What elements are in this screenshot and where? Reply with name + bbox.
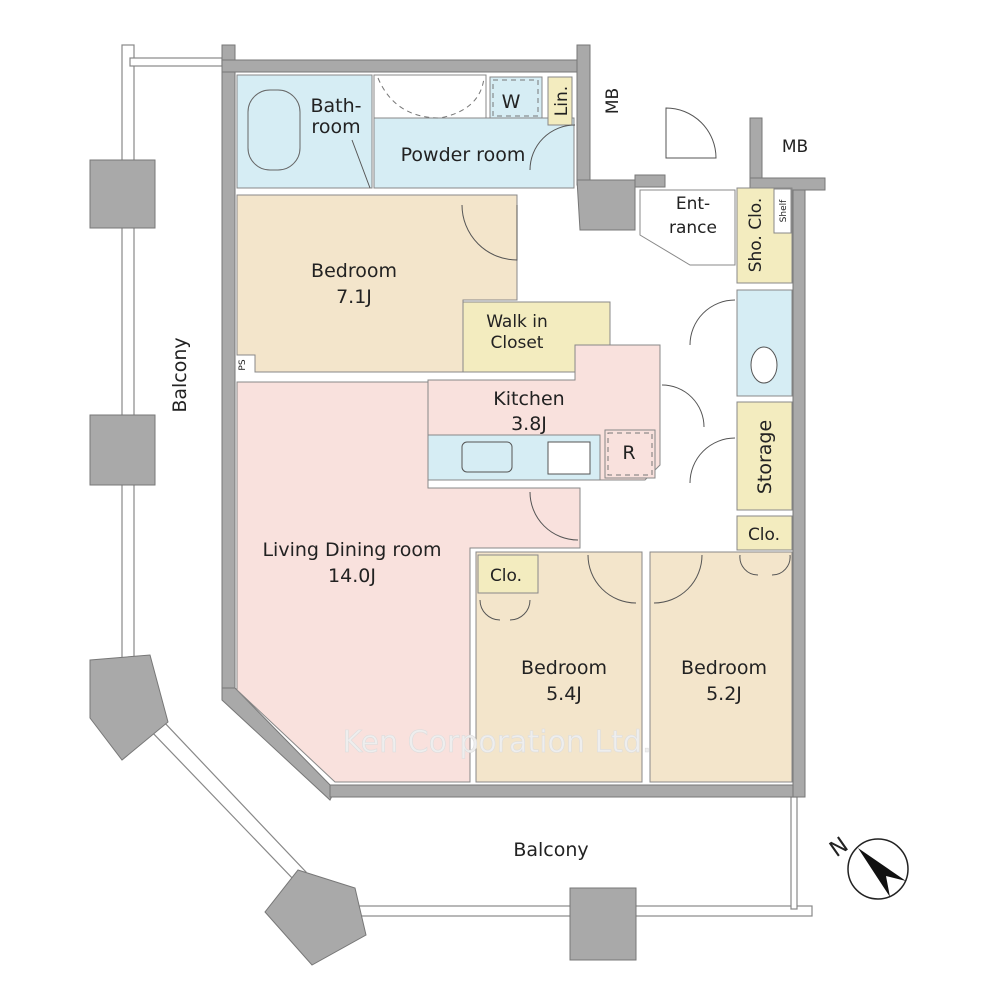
pillar bbox=[89, 654, 169, 761]
linen-closet bbox=[547, 76, 573, 126]
bedroom-3 bbox=[649, 551, 793, 783]
watermark: Ken Corporation Ltd. bbox=[343, 725, 652, 760]
bathroom-label: room bbox=[311, 116, 360, 138]
balcony-left-label: Balcony bbox=[169, 337, 191, 412]
living-dining-name: Living Dining room bbox=[262, 539, 441, 561]
closet-mid-label: Clo. bbox=[490, 566, 522, 586]
toilet-icon bbox=[750, 346, 778, 384]
bedroom-3-size: 5.2J bbox=[706, 683, 742, 705]
closet-right-label: Clo. bbox=[748, 525, 780, 545]
storage bbox=[736, 401, 793, 511]
shoe-closet-label: Sho. Clo. bbox=[746, 198, 766, 273]
living-dining-room bbox=[236, 381, 581, 783]
washer-space bbox=[489, 76, 543, 119]
powder-room-label: Powder room bbox=[401, 144, 526, 166]
bedroom-2-name: Bedroom bbox=[521, 657, 607, 679]
pillar bbox=[89, 414, 156, 486]
pillar bbox=[264, 869, 367, 966]
pillar bbox=[89, 159, 156, 229]
entrance bbox=[639, 189, 736, 266]
refrigerator-space bbox=[604, 429, 656, 479]
entrance-label: Ent- bbox=[676, 194, 710, 214]
pipe-space-label: PS bbox=[238, 359, 248, 370]
walk-in-closet-label: Closet bbox=[491, 333, 544, 353]
bedroom-1-name: Bedroom bbox=[311, 260, 397, 282]
bathtub-icon bbox=[247, 89, 301, 171]
powder-room bbox=[373, 117, 575, 189]
closet-mid bbox=[477, 554, 539, 594]
stove-icon bbox=[547, 441, 591, 475]
walk-in-closet-label: Walk in bbox=[486, 312, 548, 332]
shelf-label: Shelf bbox=[779, 199, 789, 222]
washer-label: W bbox=[502, 91, 521, 113]
linen-label: Lin. bbox=[552, 86, 572, 116]
balcony-bottom-railing bbox=[264, 796, 813, 966]
living-dining-size: 14.0J bbox=[328, 565, 376, 587]
walk-in-closet bbox=[462, 301, 611, 373]
compass-north-label: N bbox=[825, 833, 853, 863]
bathroom-label: Bath- bbox=[310, 95, 361, 117]
bedroom-1-size: 7.1J bbox=[336, 286, 372, 308]
kitchen-name: Kitchen bbox=[493, 388, 564, 410]
storage-label: Storage bbox=[754, 420, 776, 494]
bedroom-2-size: 5.4J bbox=[546, 683, 582, 705]
mb-label: MB bbox=[782, 137, 808, 157]
entrance-label: rance bbox=[669, 218, 717, 238]
sink-icon bbox=[377, 77, 485, 119]
mb-label: MB bbox=[603, 88, 623, 114]
doors[interactable] bbox=[351, 107, 791, 621]
compass-icon: N bbox=[825, 833, 909, 900]
pillar bbox=[569, 887, 637, 961]
balcony-left-railing bbox=[89, 44, 307, 883]
balcony-bottom-label: Balcony bbox=[513, 839, 588, 861]
walls bbox=[221, 44, 826, 801]
bathroom bbox=[236, 74, 373, 189]
refrigerator-label: R bbox=[622, 442, 635, 464]
kitchen-size: 3.8J bbox=[511, 413, 547, 435]
bedroom-3-name: Bedroom bbox=[681, 657, 767, 679]
sink-icon bbox=[461, 441, 513, 473]
closet-right bbox=[736, 515, 793, 551]
